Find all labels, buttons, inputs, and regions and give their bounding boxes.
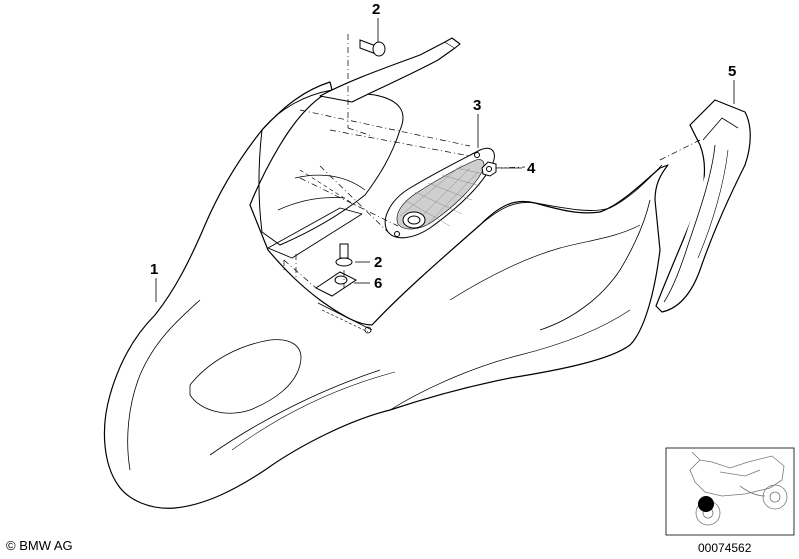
part-3-air-grille: [384, 147, 495, 239]
assembly-guide-lines: [283, 34, 701, 289]
part-4-nut: [481, 161, 497, 177]
part-5-side-trim-panel: [655, 99, 751, 313]
copyright-notice: © BMW AG: [6, 538, 73, 553]
callout-2-top: 2: [372, 1, 380, 18]
top-bracket-strap: [319, 37, 461, 103]
locator-thumbnail: [665, 447, 795, 536]
location-marker-dot: [698, 496, 714, 512]
part-2-screw-lower: [335, 243, 353, 267]
callout-6: 6: [374, 275, 382, 292]
document-number: 00074562: [698, 541, 752, 555]
part-6-clip-nut: [315, 271, 357, 297]
callout-2-lower: 2: [374, 254, 382, 271]
callout-4: 4: [527, 160, 536, 177]
callout-leaders: [155, 18, 735, 302]
motorcycle-silhouette-icon: [689, 451, 788, 526]
part-1-fairing-shell: [103, 81, 669, 509]
callout-labels: 1 2 2 3 4 5 6: [150, 1, 736, 292]
callout-5: 5: [728, 63, 736, 80]
callout-3: 3: [473, 97, 481, 114]
callout-1: 1: [150, 261, 158, 278]
part-2-screw-top: [359, 39, 386, 57]
